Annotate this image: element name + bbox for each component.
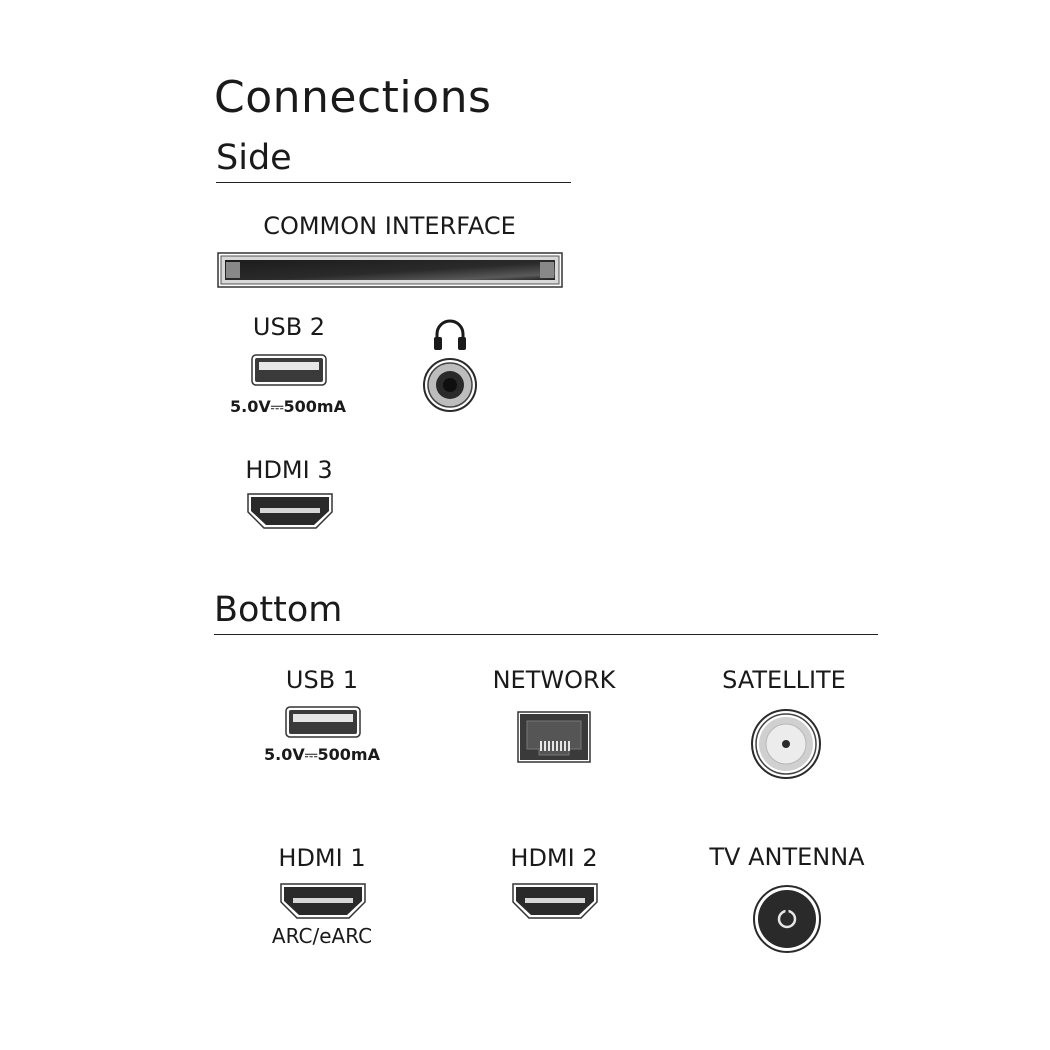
common-interface-label: COMMON INTERFACE [263, 212, 516, 240]
satellite-label: SATELLITE [722, 666, 846, 694]
usb1-rating: 5.0V⎓500mA [264, 745, 380, 764]
hdmi2-label: HDMI 2 [510, 844, 598, 872]
usb2-port-icon [251, 354, 327, 386]
hdmi3-port-icon [245, 492, 335, 530]
antenna-connector-icon [752, 884, 822, 954]
common-interface-slot-icon [217, 252, 563, 288]
side-section-divider [216, 182, 571, 183]
usb1-label: USB 1 [285, 666, 359, 694]
headphones-icon [432, 317, 468, 351]
bottom-section-divider [214, 634, 878, 635]
usb2-rating: 5.0V⎓500mA [230, 397, 346, 416]
ethernet-port-icon [517, 711, 591, 763]
usb1-port-icon [285, 706, 361, 738]
hdmi1-port-icon [278, 882, 368, 920]
page-title: Connections [214, 72, 492, 123]
hdmi1-arc-label: ARC/eARC [271, 924, 373, 948]
network-label: NETWORK [492, 666, 616, 694]
headphone-jack-icon [422, 357, 478, 413]
tv-antenna-label: TV ANTENNA [709, 843, 865, 871]
satellite-connector-icon [750, 708, 822, 780]
hdmi1-label: HDMI 1 [278, 844, 366, 872]
side-section-heading: Side [216, 138, 292, 178]
usb2-label: USB 2 [252, 313, 326, 341]
hdmi3-label: HDMI 3 [245, 456, 333, 484]
bottom-section-heading: Bottom [214, 590, 343, 630]
hdmi2-port-icon [510, 882, 600, 920]
